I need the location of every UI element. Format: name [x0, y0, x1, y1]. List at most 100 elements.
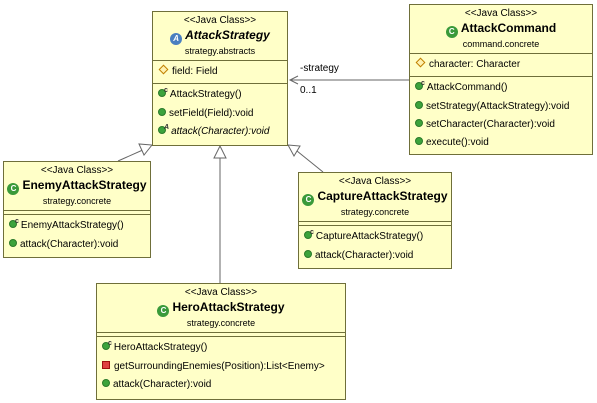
constructor-mark: c — [310, 229, 314, 236]
public-method-icon — [304, 250, 312, 258]
class-icon: C — [7, 183, 20, 195]
association-arrowhead — [288, 75, 299, 85]
method-row[interactable]: execute():void — [410, 134, 592, 152]
generalization-arrowhead-enemy — [138, 143, 153, 156]
stereotype-label: <<Java Class>> — [183, 15, 257, 26]
method-text: execute():void — [426, 137, 489, 148]
method-text: EnemyAttackStrategy() — [20, 220, 124, 231]
constructor-icon — [304, 231, 312, 239]
method-row[interactable]: setField(Field):void — [153, 105, 287, 123]
stereotype-label: <<Java Class>> — [184, 287, 258, 298]
method-text: HeroAttackStrategy() — [113, 342, 208, 353]
package-label: strategy.concrete — [186, 318, 256, 328]
package-label: strategy.concrete — [340, 207, 410, 217]
package-label: strategy.abstracts — [184, 46, 256, 56]
fields-section: character: Character — [410, 53, 592, 76]
field-text: character: Character — [429, 59, 521, 70]
association-role-label: -strategy — [300, 63, 339, 74]
private-method-icon — [102, 361, 110, 369]
generalization-line-enemy — [117, 148, 146, 162]
abstract-mark: A — [164, 124, 170, 131]
fields-section — [97, 332, 345, 336]
method-row[interactable]: attack(Character):void — [4, 236, 150, 254]
public-method-icon — [9, 239, 17, 247]
class-name-text: AttackStrategy — [185, 28, 270, 42]
class-name-text: HeroAttackStrategy — [172, 300, 285, 314]
public-method-icon — [158, 108, 166, 116]
method-text: getSurroundingEnemies(Position):List<Ene… — [114, 361, 325, 372]
class-name-text: EnemyAttackStrategy — [22, 178, 147, 192]
constructor-mark: c — [15, 218, 19, 225]
method-text: attack(Character):void — [171, 126, 270, 137]
fields-section: field: Field — [153, 60, 287, 83]
generalization-line-capture — [296, 150, 324, 173]
method-text: CaptureAttackStrategy() — [315, 231, 424, 242]
generalization-arrowhead-capture — [287, 144, 301, 158]
method-row[interactable]: attack(Character):void — [97, 376, 345, 394]
method-text: setCharacter(Character):void — [426, 119, 555, 130]
fields-section — [4, 210, 150, 214]
generalization-arrowhead-hero — [213, 144, 227, 159]
constructor-mark: c — [164, 87, 168, 94]
method-text: attack(Character):void — [315, 250, 414, 261]
constructor-icon — [102, 342, 110, 350]
protected-field-icon — [158, 64, 169, 75]
method-text: attack(Character):void — [20, 239, 119, 250]
stereotype-label: <<Java Class>> — [40, 165, 114, 176]
abstract-class-icon: A — [170, 33, 183, 45]
method-row[interactable]: attack(Character):void — [299, 247, 451, 265]
field-text: field: Field — [172, 66, 218, 77]
public-method-icon — [102, 379, 110, 387]
field-row[interactable]: field: Field — [153, 63, 287, 81]
class-name-text: CaptureAttackStrategy — [317, 189, 448, 203]
class-icon: C — [157, 305, 170, 317]
method-row[interactable]: setCharacter(Character):void — [410, 116, 592, 134]
constructor-icon — [158, 89, 166, 97]
constructor-icon — [415, 82, 423, 90]
stereotype-label: <<Java Class>> — [464, 8, 538, 19]
method-row[interactable]: getSurroundingEnemies(Position):List<Ene… — [97, 358, 345, 376]
method-text: attack(Character):void — [113, 379, 212, 390]
field-row[interactable]: character: Character — [410, 56, 592, 74]
method-text: AttackStrategy() — [169, 89, 242, 100]
constructor-mark: c — [108, 340, 112, 347]
method-row[interactable]: setStrategy(AttackStrategy):void — [410, 98, 592, 116]
method-text: AttackCommand() — [426, 82, 508, 93]
class-name-text: AttackCommand — [460, 21, 557, 35]
method-text: setStrategy(AttackStrategy):void — [426, 101, 570, 112]
fields-section — [299, 221, 451, 225]
abstract-method-icon — [158, 126, 166, 134]
public-method-icon — [415, 137, 423, 145]
package-label: command.concrete — [462, 39, 540, 49]
class-icon: C — [302, 194, 315, 206]
constructor-mark: c — [421, 80, 425, 87]
method-text: setField(Field):void — [169, 108, 254, 119]
public-method-icon — [415, 119, 423, 127]
